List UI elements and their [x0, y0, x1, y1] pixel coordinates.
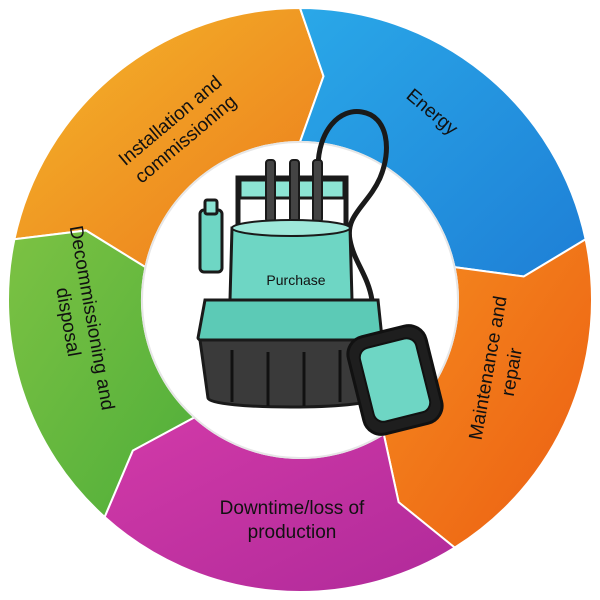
- center-label-purchase: Purchase: [266, 272, 325, 288]
- submersible-pump-icon: [196, 109, 444, 436]
- segment-label-line: production: [248, 522, 337, 543]
- segment-label-line: Downtime/loss of: [220, 498, 365, 519]
- segment-label-downtime: Downtime/loss of production: [220, 498, 365, 543]
- segments-layer: [7, 6, 593, 593]
